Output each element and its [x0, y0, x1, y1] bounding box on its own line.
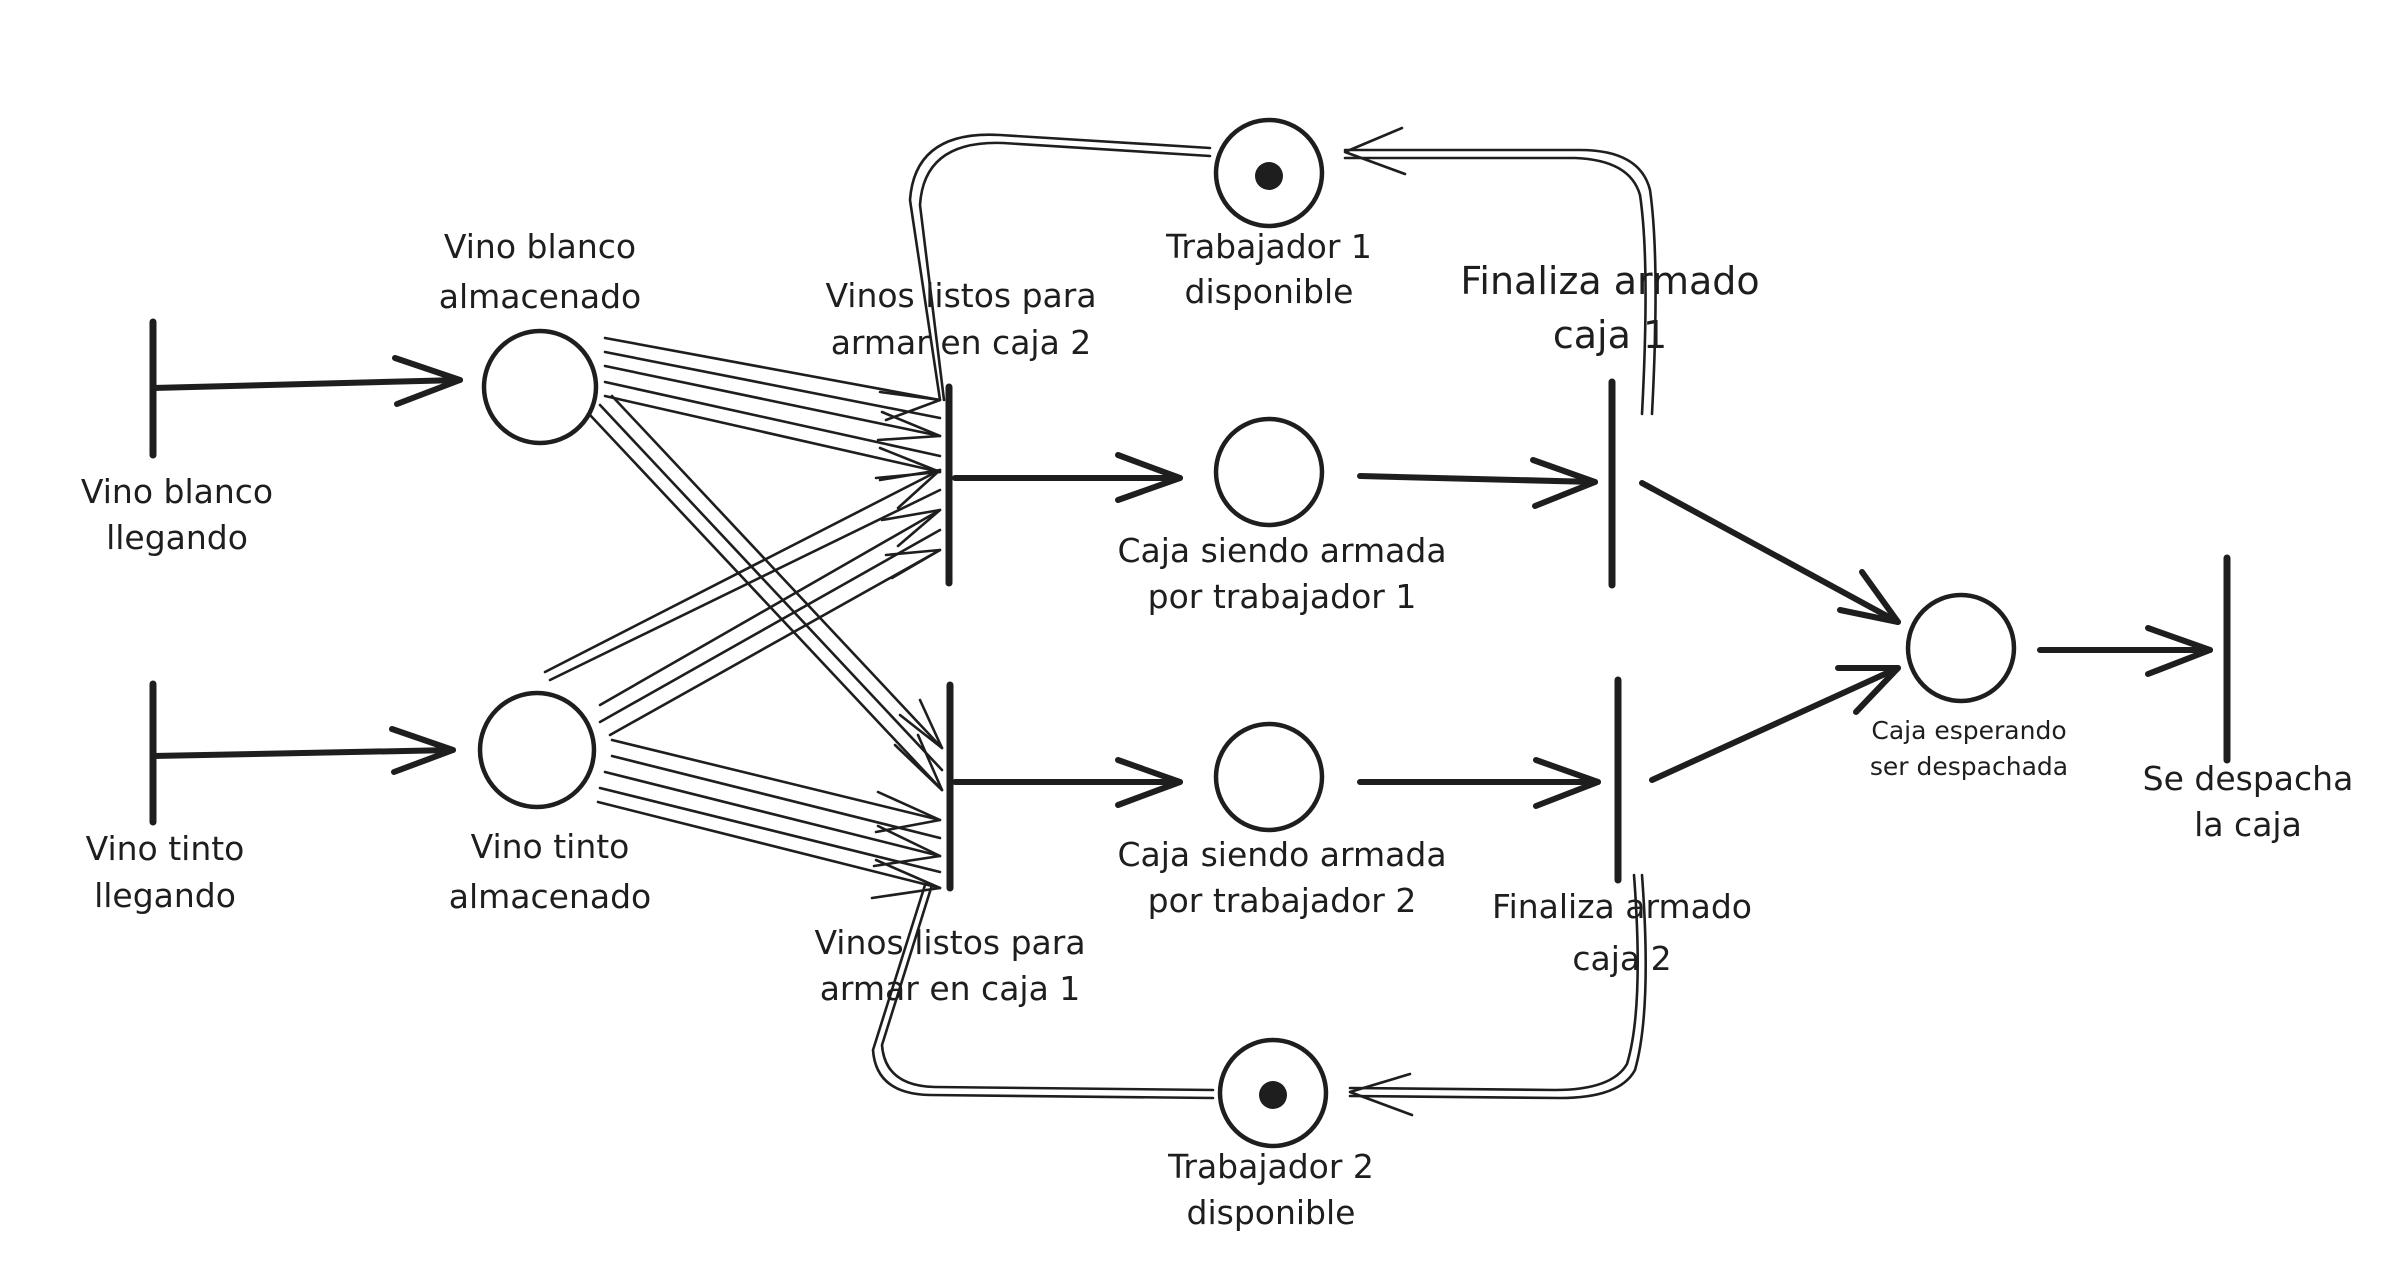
label-trabajador-1-1: Trabajador 1: [1165, 227, 1372, 266]
label-vino-tinto-almacenado-1: Vino tinto: [471, 827, 630, 866]
arc-armada-t1-to-finaliza1: [1357, 457, 1598, 509]
label-caja-armada-t1-1: Caja siendo armada: [1117, 531, 1446, 570]
label-vinos-listos-caja-2-2: armar en caja 2: [831, 323, 1092, 362]
label-finaliza-caja-1-2: caja 1: [1553, 313, 1667, 357]
label-caja-esperando-1: Caja esperando: [1871, 716, 2066, 745]
arc-armada-t2-to-finaliza2: [1357, 757, 1601, 809]
label-vino-blanco-almacenado-1: Vino blanco: [444, 227, 636, 266]
place-caja-armada-t1: [1213, 416, 1325, 528]
label-finaliza-caja-2-2: caja 2: [1572, 939, 1671, 978]
arc-bundle-blanco-to-caja1: [588, 394, 944, 792]
token-trabajador-1: [1255, 162, 1283, 190]
label-vinos-listos-caja-2-1: Vinos listos para: [825, 276, 1096, 315]
label-trabajador-1-2: disponible: [1185, 272, 1354, 311]
label-vino-blanco-llegando-1: Vino blanco: [81, 472, 273, 511]
label-finaliza-caja-1-1: Finaliza armado: [1460, 259, 1759, 303]
label-despacha-1: Se despacha: [2143, 759, 2354, 798]
place-vino-blanco-almacenado: [481, 328, 599, 446]
label-vinos-listos-caja-1-2: armar en caja 1: [820, 969, 1081, 1008]
place-trabajador-2-disponible: [1217, 1037, 1329, 1149]
label-vino-blanco-llegando-2: llegando: [106, 518, 248, 557]
arc-bundle-tinto-to-caja2: [543, 468, 942, 737]
arc-vino-blanco-to-storage: [150, 355, 463, 407]
label-vino-tinto-llegando-1: Vino tinto: [86, 829, 245, 868]
label-caja-armada-t2-1: Caja siendo armada: [1117, 835, 1446, 874]
place-vino-tinto-almacenado: [477, 690, 597, 810]
arc-esperando-to-despacha: [2037, 625, 2213, 677]
label-despacha-2: la caja: [2194, 805, 2302, 844]
arc-vino-tinto-to-storage: [150, 726, 456, 775]
place-caja-esperando: [1905, 592, 2017, 704]
place-trabajador-1-disponible: [1213, 117, 1325, 229]
token-trabajador-2: [1259, 1081, 1287, 1109]
label-vino-tinto-almacenado-2: almacenado: [449, 877, 651, 916]
arc-trabajador1-loop: [908, 126, 1657, 416]
place-caja-armada-t2: [1213, 721, 1325, 833]
arc-caja2-to-armada-t1: [952, 452, 1183, 503]
label-finaliza-caja-2-1: Finaliza armado: [1492, 887, 1752, 926]
arc-bundle-tinto-to-caja1: [596, 738, 942, 900]
arc-finaliza2-to-esperando: [1649, 665, 1901, 783]
label-caja-esperando-2: ser despachada: [1870, 752, 2068, 781]
arc-finaliza1-to-esperando: [1639, 480, 1901, 625]
label-caja-armada-t2-2: por trabajador 2: [1148, 881, 1417, 920]
label-caja-armada-t1-2: por trabajador 1: [1148, 577, 1417, 616]
label-vino-blanco-almacenado-2: almacenado: [439, 277, 641, 316]
label-trabajador-2-1: Trabajador 2: [1167, 1147, 1374, 1186]
arc-caja1-to-armada-t2: [952, 757, 1183, 808]
label-trabajador-2-2: disponible: [1187, 1193, 1356, 1232]
label-vinos-listos-caja-1-1: Vinos listos para: [814, 923, 1085, 962]
label-vino-tinto-llegando-2: llegando: [94, 876, 236, 915]
arc-trabajador2-loop: [871, 873, 1647, 1117]
